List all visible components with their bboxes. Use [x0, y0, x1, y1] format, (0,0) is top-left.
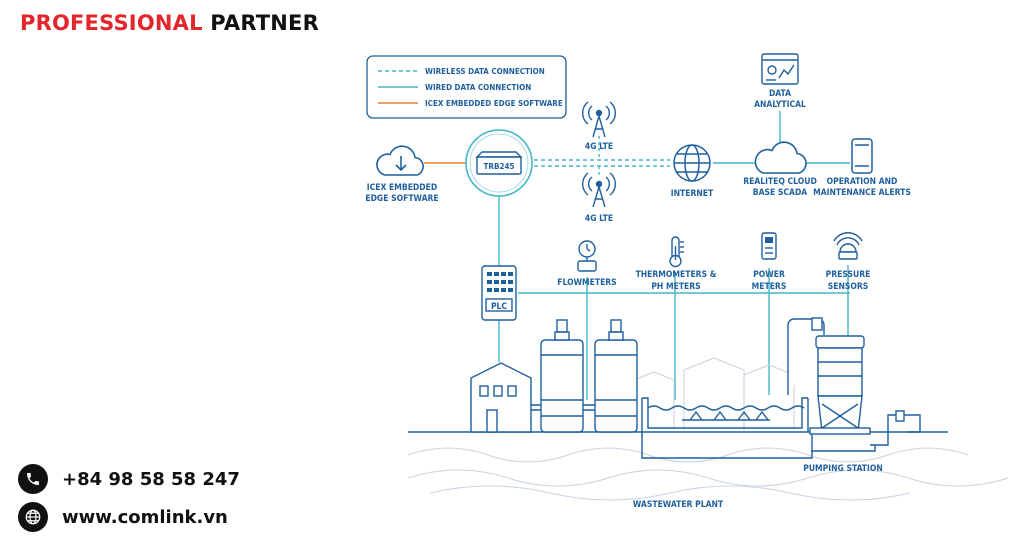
storage-tank-2: [594, 319, 638, 433]
plant-illustration: [407, 317, 1009, 501]
pressure-label-2: SENSORS: [828, 282, 869, 292]
phone-number: +84 98 58 58 247: [62, 468, 240, 490]
connections: [424, 111, 850, 400]
lte-tower-icon-bottom: [582, 172, 616, 208]
website-contact[interactable]: www.comlink.vn: [18, 502, 228, 532]
plc-controller-icon: [481, 265, 517, 321]
storage-tank-1: [540, 319, 584, 433]
legend-wireless-label: WIRELESS DATA CONNECTION: [425, 67, 545, 76]
phone-contact[interactable]: +84 98 58 58 247: [18, 464, 240, 494]
legend: WIRELESS DATA CONNECTION WIRED DATA CONN…: [366, 55, 567, 119]
flowmeter-icon: [577, 240, 597, 272]
thermometer-icon: [669, 236, 684, 268]
data-analytics-icon: [761, 53, 799, 85]
data-label-2: ANALYTICAL: [754, 100, 806, 110]
outlet-pipe: [811, 410, 921, 452]
pressure-sensor-icon: [833, 232, 863, 260]
lte-label-top: 4G LTE: [585, 142, 613, 152]
power-label-1: POWER: [753, 270, 785, 280]
internet-globe-icon: [673, 144, 711, 182]
wastewater-plant-label: WASTEWATER PLANT: [633, 500, 724, 510]
control-building: [470, 362, 532, 433]
plc-label: PLC: [491, 302, 507, 312]
icex-cloud-download-icon: [376, 145, 424, 176]
power-label-2: METERS: [752, 282, 787, 292]
smartphone-icon: [851, 138, 873, 174]
router-trb245: TRB245: [465, 129, 533, 197]
data-label-1: DATA: [769, 89, 791, 99]
legend-icex-label: ICEX EMBEDDED EDGE SOFTWARE: [425, 99, 563, 108]
brand-title: PROFESSIONAL PARTNER: [20, 11, 319, 35]
thermo-label-1: THERMOMETERS &: [636, 270, 717, 280]
pumping-tower: [787, 317, 871, 435]
website-url: www.comlink.vn: [62, 506, 228, 528]
pressure-label-1: PRESSURE: [826, 270, 871, 280]
cloud-label-2: BASE SCADA: [753, 188, 808, 198]
alerts-label-2: MAINTENANCE ALERTS: [813, 188, 911, 198]
brand-word-professional: PROFESSIONAL: [20, 11, 203, 35]
lte-tower-icon-top: [582, 101, 616, 138]
aeration-basin: [641, 397, 813, 459]
thermo-label-2: PH METERS: [651, 282, 700, 292]
flow-label: FLOWMETERS: [557, 278, 616, 288]
alerts-label-1: OPERATION AND: [827, 177, 898, 187]
globe-icon: [18, 502, 48, 532]
power-meter-icon: [761, 232, 777, 260]
scada-cloud-icon: [754, 141, 807, 174]
phone-icon: [18, 464, 48, 494]
brand-word-partner: PARTNER: [210, 11, 319, 35]
lte-label-bottom: 4G LTE: [585, 214, 613, 224]
icex-label-2: EDGE SOFTWARE: [365, 194, 438, 204]
legend-wired-label: WIRED DATA CONNECTION: [425, 83, 531, 92]
router-label: TRB245: [484, 162, 515, 171]
pumping-station-label: PUMPING STATION: [803, 464, 883, 474]
internet-label: INTERNET: [671, 189, 714, 199]
icex-label-1: ICEX EMBEDDED: [367, 183, 437, 193]
cloud-label-1: REALITEQ CLOUD: [743, 177, 817, 187]
